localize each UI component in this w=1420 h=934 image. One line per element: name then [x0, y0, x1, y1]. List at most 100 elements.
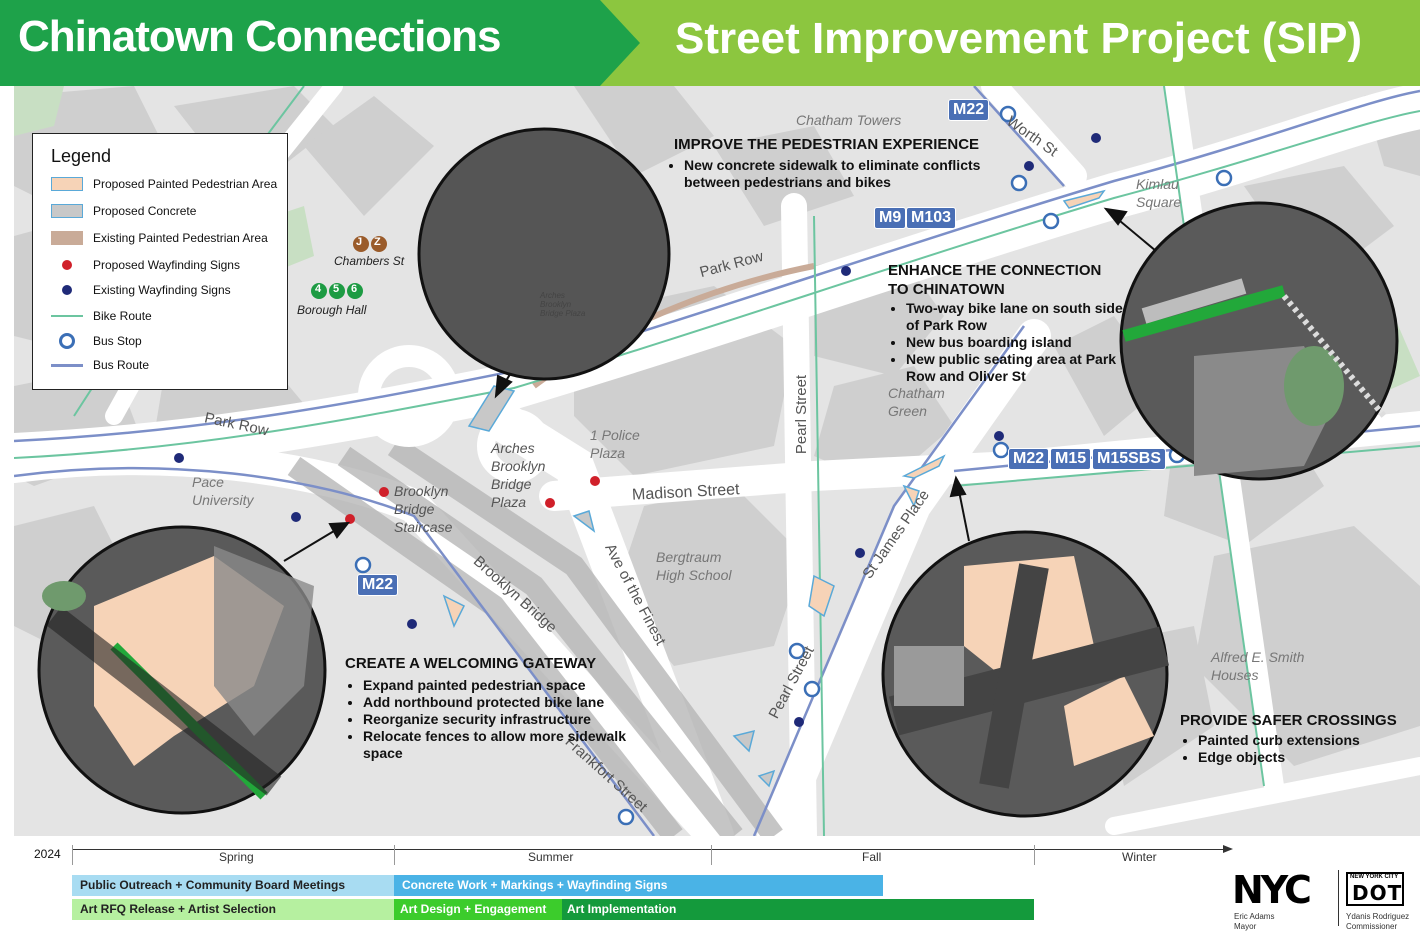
callout-pedestrian-list: New concrete sidewalk to eliminate confl… [666, 157, 1014, 191]
legend-swatch [51, 333, 83, 349]
subway-5-icon: 5 [333, 283, 340, 295]
red-dot-icon [62, 260, 72, 270]
timeline-axis [72, 849, 1227, 850]
label-inset-arches: Arches Brooklyn Bridge Plaza [540, 291, 586, 318]
legend-label: Bus Stop [93, 334, 142, 348]
callout-pedestrian-bullet: New concrete sidewalk to eliminate confl… [684, 157, 1014, 191]
legend-title: Legend [51, 146, 112, 166]
callout-pedestrian-heading: IMPROVE THE PEDESTRIAN EXPERIENCE [674, 136, 980, 153]
legend-swatch [51, 204, 83, 218]
callout-gateway-bullet: Add northbound protected bike lane [363, 694, 643, 711]
route-badge-m15sbs: M15SBS [1092, 448, 1167, 470]
label-arches-plaza: Arches Brooklyn Bridge Plaza [491, 440, 546, 510]
project-timeline: 2024 Spring Summer Fall Winter Public Ou… [0, 836, 1420, 934]
timeline-bar-art-rfq: Art RFQ Release + Artist Selection [72, 899, 394, 920]
bike-route-line-icon [51, 315, 83, 317]
callout-gateway-bullet: Expand painted pedestrian space [363, 677, 643, 694]
subway-4-icon: 4 [315, 283, 322, 295]
commissioner-name: Ydanis Rodriguez [1346, 912, 1410, 921]
legend-item-bike-route: Bike Route [51, 309, 152, 323]
label-alfred-smith-houses: Alfred E. Smith Houses [1211, 649, 1305, 683]
legend-item-existing-signs: Existing Wayfinding Signs [51, 283, 231, 297]
legend-swatch [51, 309, 83, 323]
callout-crossings-bullet: Painted curb extensions [1198, 732, 1420, 749]
callout-crossings-heading: PROVIDE SAFER CROSSINGS [1180, 712, 1397, 729]
project-type-title: Street Improvement Project (SIP) [675, 14, 1363, 63]
header-banner: Chinatown Connections Street Improvement… [0, 0, 1420, 86]
nyc-logo: NYC [1232, 868, 1312, 912]
callout-chinatown-bullet: New bus boarding island [906, 334, 1126, 351]
callout-chinatown-bullet: Two-way bike lane on south side of Park … [906, 300, 1126, 334]
timeline-bar-outreach: Public Outreach + Community Board Meetin… [72, 875, 394, 896]
mayor-caption: Eric Adams Mayor [1234, 912, 1274, 932]
legend-label: Bike Route [93, 309, 152, 323]
dot-logo-top: NEW YORK CITY [1350, 874, 1399, 880]
timeline-season-spring: Spring [219, 850, 254, 864]
callout-chinatown-list: Two-way bike lane on south side of Park … [888, 300, 1126, 385]
legend-item-bus-route: Bus Route [51, 358, 149, 372]
route-badge-m15: M15 [1050, 448, 1092, 470]
subway-6-icon: 6 [351, 283, 358, 295]
legend-label: Existing Painted Pedestrian Area [93, 231, 268, 245]
callout-chinatown-bullet: New public seating area at Park Row and … [906, 351, 1126, 385]
timeline-year: 2024 [34, 847, 61, 861]
callout-gateway-list: Expand painted pedestrian space Add nort… [345, 677, 643, 762]
label-chatham-towers: Chatham Towers [796, 112, 902, 128]
dot-logo-text: DOT [1352, 881, 1403, 905]
legend-swatch [51, 283, 83, 297]
callout-gateway-heading: CREATE A WELCOMING GATEWAY [345, 655, 597, 672]
callout-crossings-bullet: Edge objects [1198, 749, 1420, 766]
legend-swatch [51, 258, 83, 272]
legend-swatch [51, 231, 83, 245]
commissioner-caption: Ydanis Rodriguez Commissioner [1346, 912, 1409, 932]
legend-item-existing-painted: Existing Painted Pedestrian Area [51, 231, 268, 245]
timeline-tick [72, 845, 73, 865]
timeline-arrow-icon [1223, 845, 1233, 853]
mayor-title: Mayor [1234, 922, 1257, 931]
project-map: Chatham Towers Kimlau Square Chatham Gre… [14, 86, 1420, 836]
map-legend: Legend Proposed Painted Pedestrian Area … [32, 133, 288, 390]
nyc-dot-logo: NEW YORK CITY DOT [1346, 872, 1404, 906]
timeline-tick [711, 845, 712, 865]
legend-swatch [51, 177, 83, 191]
street-pearl-street-north: Pearl Street [793, 374, 811, 455]
timeline-season-winter: Winter [1122, 850, 1157, 864]
label-kimlau-square: Kimlau Square [1136, 176, 1182, 210]
timeline-season-fall: Fall [862, 850, 882, 864]
mayor-name: Eric Adams [1234, 912, 1275, 921]
label-pace-university: Pace University [192, 474, 254, 508]
subway-j-icon: J [356, 236, 363, 248]
route-badge-m22-left: M22 [357, 574, 399, 596]
banner-left-panel [0, 0, 640, 86]
map-base [14, 86, 1420, 836]
label-chatham-green: Chatham Green [888, 385, 945, 419]
timeline-bar-art-implementation: Art Implementation [562, 899, 1034, 920]
legend-label: Existing Wayfinding Signs [93, 283, 231, 297]
project-name: Chinatown Connections [18, 12, 502, 61]
legend-item-proposed-signs: Proposed Wayfinding Signs [51, 258, 240, 272]
callout-crossings-list: Painted curb extensions Edge objects [1180, 732, 1420, 766]
bus-route-line-icon [51, 363, 83, 367]
navy-dot-icon [62, 285, 72, 295]
legend-swatch [51, 358, 83, 372]
timeline-tick [1034, 845, 1035, 865]
timeline-tick [394, 845, 395, 865]
label-brooklyn-bridge-staircase: Brooklyn Bridge Staircase [394, 483, 453, 535]
timeline-season-summer: Summer [528, 850, 574, 864]
timeline-bar-art-design: Art Design + Engagement [394, 899, 562, 920]
route-badge-m22-right: M22 [1008, 448, 1050, 470]
timeline-bar-concrete-work: Concrete Work + Markings + Wayfinding Si… [394, 875, 883, 896]
callout-gateway-bullet: Relocate fences to allow more sidewalk s… [363, 728, 643, 762]
callout-chinatown-heading: ENHANCE THE CONNECTION TO CHINATOWN [888, 262, 1102, 298]
route-badge-m22-top: M22 [948, 99, 990, 121]
label-bergtraum: Bergtraum High School [656, 549, 732, 583]
label-chambers-st: Chambers St [334, 254, 405, 268]
legend-label: Proposed Painted Pedestrian Area [93, 177, 278, 191]
label-one-police-plaza: 1 Police Plaza [590, 427, 640, 461]
legend-item-proposed-painted: Proposed Painted Pedestrian Area [51, 177, 277, 191]
label-borough-hall: Borough Hall [297, 303, 367, 317]
legend-label: Proposed Concrete [93, 204, 197, 218]
legend-item-proposed-concrete: Proposed Concrete [51, 204, 196, 218]
legend-label: Bus Route [93, 358, 150, 372]
legend-item-bus-stop: Bus Stop [51, 333, 142, 349]
